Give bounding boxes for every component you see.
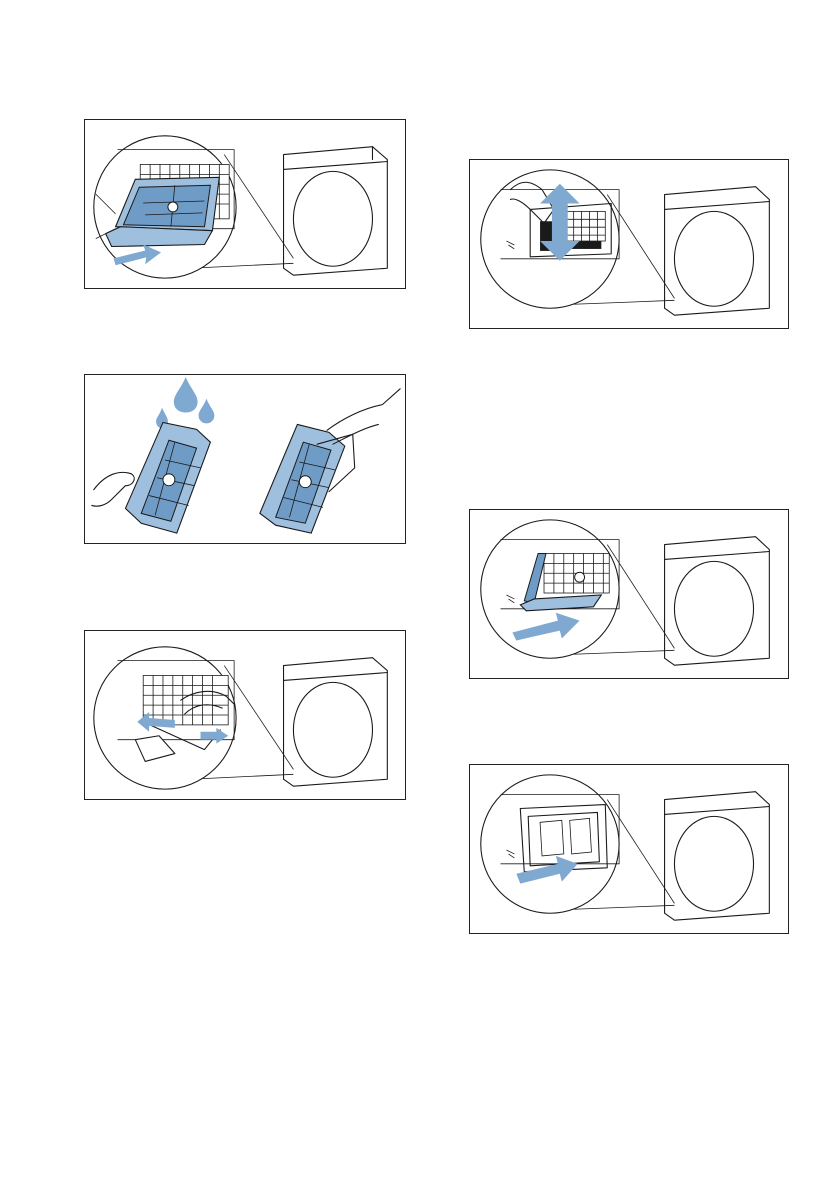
zoom-circle xyxy=(94,647,236,789)
rinse-filter-illustration xyxy=(85,375,405,543)
zoom-circle xyxy=(481,170,619,308)
figure-rinse-and-wipe-filter xyxy=(84,374,406,544)
water-drops-icon xyxy=(156,377,214,428)
zoom-circle xyxy=(481,520,619,658)
filter-right xyxy=(260,389,400,533)
dryer-remove-filter-illustration xyxy=(85,120,405,288)
wipe-compartment-illustration xyxy=(85,631,405,799)
figure-close-cover xyxy=(469,764,789,934)
figure-remove-filter xyxy=(84,119,406,289)
zoom-circle xyxy=(481,775,619,913)
figure-wipe-compartment xyxy=(84,630,406,800)
close-cover-illustration xyxy=(470,765,788,933)
filter-left xyxy=(92,422,211,533)
brush-clean-illustration xyxy=(470,160,788,328)
figure-insert-filter xyxy=(469,509,789,679)
figure-clean-with-brush xyxy=(469,159,789,329)
insert-filter-illustration xyxy=(470,510,788,678)
zoom-circle xyxy=(94,136,236,278)
